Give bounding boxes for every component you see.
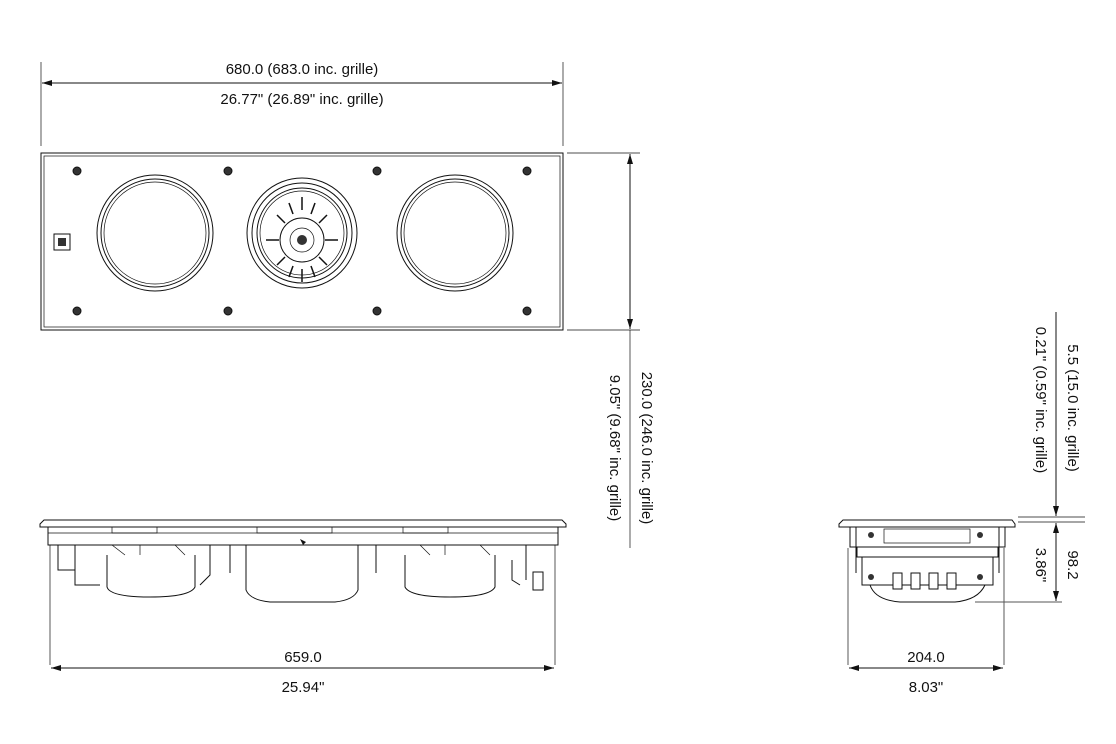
center-uni-q-driver-icon — [246, 177, 358, 289]
right-woofer-icon — [396, 174, 514, 292]
side-depth-dimension: 5.5 (15.0 inc. grille) 0.21" (0.59" inc.… — [975, 312, 1085, 603]
side-width-mm-label: 204.0 — [907, 649, 945, 666]
front-height-mm-label: 230.0 (246.0 inc. grille) — [638, 372, 655, 525]
front-view-panel — [40, 152, 564, 331]
terminal-icons — [892, 572, 957, 590]
flange-in-label: 0.21" (0.59" inc. grille) — [1032, 327, 1049, 474]
front-width-in-label: 26.77" (26.89" inc. grille) — [220, 91, 383, 108]
front-width-dimension: 680.0 (683.0 inc. grille) 26.77" (26.89"… — [40, 61, 564, 146]
screw-icons — [72, 166, 532, 316]
side-width-in-label: 8.03" — [909, 679, 944, 696]
depth-in-label: 3.86" — [1032, 548, 1049, 583]
front-height-dimension: 230.0 (246.0 inc. grille) 9.05" (9.68" i… — [567, 152, 655, 548]
bottom-view — [39, 519, 567, 665]
switch-icon — [53, 233, 71, 251]
side-view — [838, 519, 1016, 665]
bottom-width-in-label: 25.94" — [282, 679, 325, 696]
flange-mm-label: 5.5 (15.0 inc. grille) — [1064, 344, 1081, 472]
bottom-width-dimension: 659.0 25.94" — [51, 649, 554, 696]
depth-mm-label: 98.2 — [1064, 550, 1081, 579]
front-width-mm-label: 680.0 (683.0 inc. grille) — [226, 61, 379, 78]
side-width-dimension: 204.0 8.03" — [849, 649, 1003, 696]
left-woofer-icon — [96, 174, 214, 292]
bottom-width-mm-label: 659.0 — [284, 649, 322, 666]
front-height-in-label: 9.05" (9.68" inc. grille) — [606, 375, 623, 522]
